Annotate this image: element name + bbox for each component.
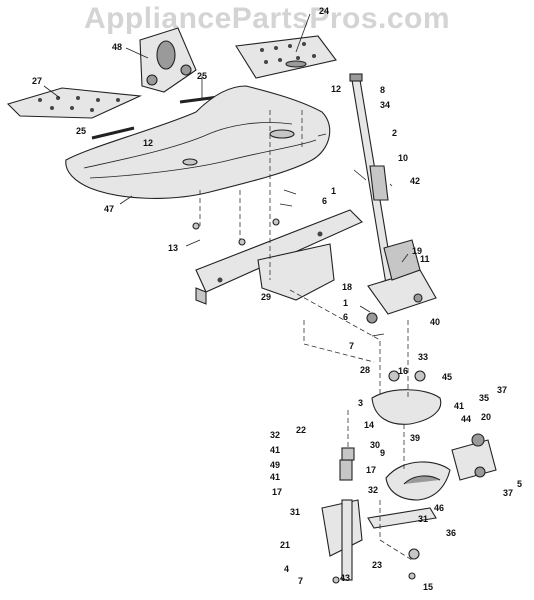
callout-13: 13 xyxy=(168,243,179,253)
nut-15 xyxy=(408,572,416,580)
callout-32-lower: 32 xyxy=(368,485,379,495)
bushing-49 xyxy=(341,447,355,461)
callout-15: 15 xyxy=(423,582,434,592)
callout-12-upper: 12 xyxy=(331,84,342,94)
callout-43: 43 xyxy=(340,573,351,583)
bolt-13b xyxy=(238,238,246,246)
callout-27: 27 xyxy=(32,76,43,86)
callout-21: 21 xyxy=(280,540,291,550)
callout-6-lower: 6 xyxy=(343,312,349,322)
callout-19: 19 xyxy=(412,246,423,256)
callout-18: 18 xyxy=(342,282,353,292)
callout-1-lower: 1 xyxy=(343,298,349,308)
callout-41-upper: 41 xyxy=(270,445,281,455)
callout-37-upper: 37 xyxy=(497,385,508,395)
callout-20: 20 xyxy=(481,412,492,422)
callout-1-upper: 1 xyxy=(331,186,337,196)
callout-36: 36 xyxy=(446,528,457,538)
bolt-13c xyxy=(272,218,280,226)
callout-30: 30 xyxy=(370,440,381,450)
callout-12-lower: 12 xyxy=(143,138,154,148)
washer-28 xyxy=(388,370,400,382)
callout-14: 14 xyxy=(364,420,375,430)
frame-rail xyxy=(195,209,363,305)
footrest-deck xyxy=(65,85,331,199)
callout-34: 34 xyxy=(380,100,391,110)
callout-23: 23 xyxy=(372,560,383,570)
sector-gear xyxy=(371,389,451,501)
callout-25-lower: 25 xyxy=(76,126,87,136)
callout-45: 45 xyxy=(442,372,453,382)
tie-bracket xyxy=(451,433,497,481)
console-pod xyxy=(139,27,197,93)
washer-36 xyxy=(408,548,420,560)
callout-40: 40 xyxy=(430,317,441,327)
callout-17-left: 17 xyxy=(272,487,283,497)
callout-8: 8 xyxy=(380,85,386,95)
callout-17-right: 17 xyxy=(366,465,377,475)
callout-29: 29 xyxy=(261,292,272,302)
pitman-linkage xyxy=(321,459,437,581)
callout-31-right: 31 xyxy=(418,514,429,524)
callout-3: 3 xyxy=(358,398,364,408)
callout-7-upper: 7 xyxy=(349,341,355,351)
callout-28: 28 xyxy=(360,365,371,375)
callout-44: 44 xyxy=(461,414,472,424)
callout-33: 33 xyxy=(418,352,429,362)
bolt-13 xyxy=(192,222,200,230)
callout-37-lower: 37 xyxy=(503,488,514,498)
callout-35: 35 xyxy=(479,393,490,403)
callout-39: 39 xyxy=(410,433,421,443)
seat-plate-right xyxy=(235,35,337,79)
callout-48: 48 xyxy=(112,42,123,52)
watermark: AppliancePartsPros.com xyxy=(83,2,451,35)
callout-25-upper: 25 xyxy=(197,71,208,81)
callout-46: 46 xyxy=(434,503,445,513)
callout-41-lower: 41 xyxy=(270,472,281,482)
callout-47: 47 xyxy=(104,204,115,214)
callout-32-upper: 32 xyxy=(270,430,281,440)
nut-7 xyxy=(332,576,340,584)
callout-7-lower: 7 xyxy=(298,576,304,586)
callout-16: 16 xyxy=(398,366,409,376)
callout-2: 2 xyxy=(392,128,398,138)
callout-42: 42 xyxy=(410,176,421,186)
callout-9: 9 xyxy=(380,448,386,458)
seat-plate-left xyxy=(6,87,143,119)
callout-10: 10 xyxy=(398,153,409,163)
callout-11: 11 xyxy=(420,254,430,264)
callout-22: 22 xyxy=(296,425,307,435)
steering-column-bracket xyxy=(366,239,437,324)
callout-5: 5 xyxy=(517,479,523,489)
callout-49: 49 xyxy=(270,460,281,470)
callout-4: 4 xyxy=(284,564,290,574)
callout-6-upper: 6 xyxy=(322,196,328,206)
callout-24: 24 xyxy=(319,6,330,16)
washer-45 xyxy=(414,370,426,382)
callout-31-left: 31 xyxy=(290,507,301,517)
callout-41-right: 41 xyxy=(454,401,465,411)
